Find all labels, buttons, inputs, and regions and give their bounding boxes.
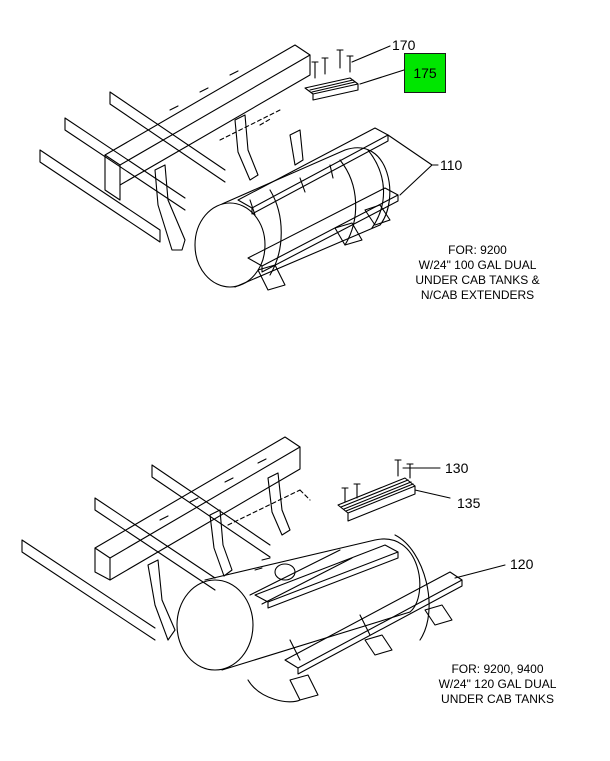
fuel-tank-top bbox=[194, 147, 391, 288]
frame-crossmembers-top bbox=[39, 91, 226, 243]
note-bottom-line-1: FOR: 9200, 9400 bbox=[451, 662, 544, 676]
note-top: FOR: 9200 W/24" 100 GAL DUAL UNDER CAB T… bbox=[395, 243, 560, 303]
note-top-line-1: FOR: 9200 bbox=[448, 243, 507, 257]
frame-crossmembers-bottom bbox=[21, 464, 271, 641]
note-bottom: FOR: 9200, 9400 W/24" 120 GAL DUAL UNDER… bbox=[415, 662, 580, 707]
tank-brackets-bottom bbox=[147, 472, 291, 641]
cab-extender-110 bbox=[237, 127, 399, 291]
break-line-top bbox=[219, 109, 281, 141]
step-tread-135 bbox=[337, 477, 416, 522]
bottom-assembly bbox=[21, 436, 506, 703]
step-assembly-120 bbox=[247, 544, 463, 703]
callout-120: 120 bbox=[510, 556, 534, 572]
top-assembly bbox=[39, 44, 439, 291]
note-bottom-line-3: UNDER CAB TANKS bbox=[441, 692, 554, 706]
frame-rail-top bbox=[104, 44, 311, 201]
callout-135: 135 bbox=[457, 495, 481, 511]
leaders-top bbox=[351, 45, 439, 196]
bolts-130 bbox=[341, 459, 414, 503]
tank-straps-bottom bbox=[249, 534, 430, 661]
leaders-bottom bbox=[402, 467, 506, 579]
callout-130: 130 bbox=[445, 460, 469, 476]
callout-170: 170 bbox=[392, 37, 416, 53]
bolts-170 bbox=[311, 49, 354, 79]
break-line-bottom bbox=[227, 489, 311, 526]
note-top-line-2: W/24" 100 GAL DUAL bbox=[418, 258, 537, 272]
callout-175-highlight[interactable]: 175 bbox=[404, 53, 446, 93]
step-tread-175 bbox=[304, 77, 359, 101]
note-top-line-3: UNDER CAB TANKS & bbox=[415, 273, 540, 287]
frame-rail-bottom bbox=[94, 436, 301, 581]
note-top-line-4: N/CAB EXTENDERS bbox=[420, 288, 535, 302]
fuel-tank-bottom bbox=[176, 538, 421, 671]
tank-brackets-top bbox=[154, 114, 304, 251]
callout-110: 110 bbox=[440, 157, 463, 173]
note-bottom-line-2: W/24" 120 GAL DUAL bbox=[438, 677, 557, 691]
